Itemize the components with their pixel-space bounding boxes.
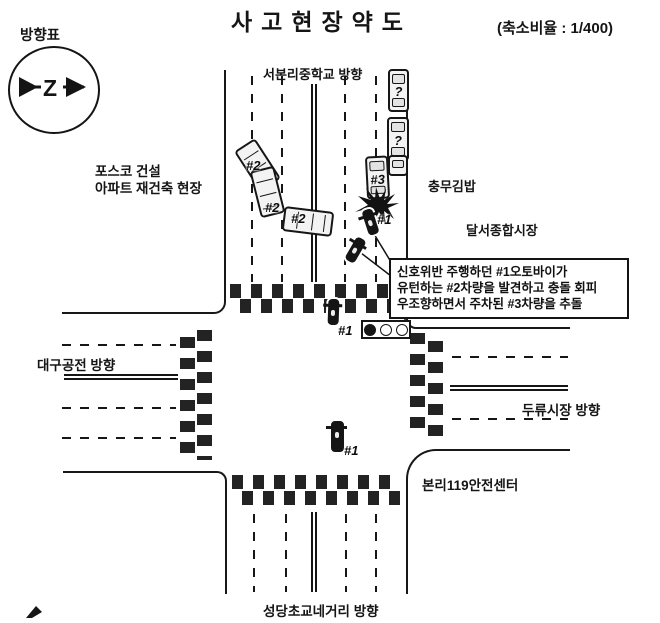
accident-description-line2: 유턴하는 #2차량을 발견하고 충돌 회피 (397, 281, 598, 295)
north-arrow-icon: Z (19, 75, 86, 101)
lane-line (281, 76, 283, 282)
label-north-road: 서본리중학교 방향 (263, 67, 363, 82)
compass-label: 방향표 (20, 28, 61, 44)
label-southeast-center: 본리119안전센터 (422, 478, 519, 493)
corner-block-southeast (406, 449, 570, 594)
crosswalk-west-col1 (180, 337, 195, 459)
lane-line (345, 514, 347, 592)
car-2-position-3 (281, 206, 335, 237)
lane-line (452, 418, 568, 420)
corner-block-southwest (63, 471, 227, 594)
traffic-light (361, 320, 411, 339)
crosswalk-south-row1 (232, 475, 400, 489)
scale-note: (축소비율 : 1/400) (497, 20, 614, 37)
label-east-market: 달서종합시장 (466, 223, 538, 238)
traffic-light-red-lamp (364, 323, 376, 336)
unknown-car-label: ? (394, 84, 403, 99)
car-2-label: #2 (291, 211, 306, 226)
lane-line (62, 407, 176, 409)
crosswalk-east-col2 (428, 341, 443, 445)
accident-description-line1: 신호위반 주행하던 #1오토바이가 (397, 265, 568, 279)
lane-line (344, 76, 346, 282)
lane-line (375, 514, 377, 592)
north-letter: Z (43, 75, 57, 101)
scan-noise-mark (26, 606, 42, 618)
motorcycle-1-intersection (326, 420, 347, 453)
label-northeast-shop: 충무김밥 (428, 179, 476, 194)
page-title: 사고현장약도 (231, 9, 412, 35)
lane-line (285, 514, 287, 592)
center-line (450, 385, 568, 391)
compass-circle: Z (8, 46, 100, 134)
crosswalk-south-row2 (242, 491, 400, 505)
accident-description-box: 신호위반 주행하던 #1오토바이가 유턴하는 #2차량을 발견하고 충돌 회피 … (389, 258, 629, 319)
accident-description-line3: 우조향하면서 주차된 #3차량을 추돌 (397, 297, 583, 311)
lane-line (253, 514, 255, 592)
parked-car-unknown-2: ? (387, 117, 409, 161)
corner-block-northeast (406, 70, 570, 329)
motorcycle-1-label: #1 (344, 443, 359, 458)
lane-line (62, 344, 176, 346)
label-west-road: 대구공전 방향 (37, 358, 116, 373)
crosswalk-west-col2 (197, 330, 212, 460)
unknown-car-label: ? (394, 133, 402, 148)
parked-car-unknown-1: ? (388, 69, 409, 112)
crosswalk-north-row1 (230, 284, 398, 298)
label-south-road: 성당초교네거리 방향 (263, 604, 379, 619)
label-northwest-site-line2: 아파트 재건축 현장 (95, 181, 202, 196)
lane-line (62, 437, 176, 439)
crosswalk-north-row2 (240, 299, 398, 313)
crosswalk-east-col1 (410, 333, 425, 437)
car-2-label: #2 (265, 200, 280, 215)
lane-line (452, 356, 568, 358)
traffic-light-yellow-lamp (380, 323, 392, 336)
motorcycle-1-crosswalk (323, 297, 343, 327)
parked-car-partial (388, 155, 408, 176)
car-2-label: #2 (246, 158, 261, 173)
center-line (311, 84, 317, 282)
motorcycle-1-label: #1 (377, 212, 392, 227)
traffic-light-green-lamp (396, 323, 408, 336)
label-northwest-site-line1: 포스코 건설 (95, 164, 161, 179)
center-line (311, 512, 317, 592)
label-east-road: 두류시장 방향 (522, 403, 601, 418)
motorcycle-1-approach (342, 234, 369, 266)
motorcycle-1-label: #1 (338, 323, 353, 338)
corner-block-northwest (62, 70, 226, 314)
center-line (64, 374, 178, 380)
